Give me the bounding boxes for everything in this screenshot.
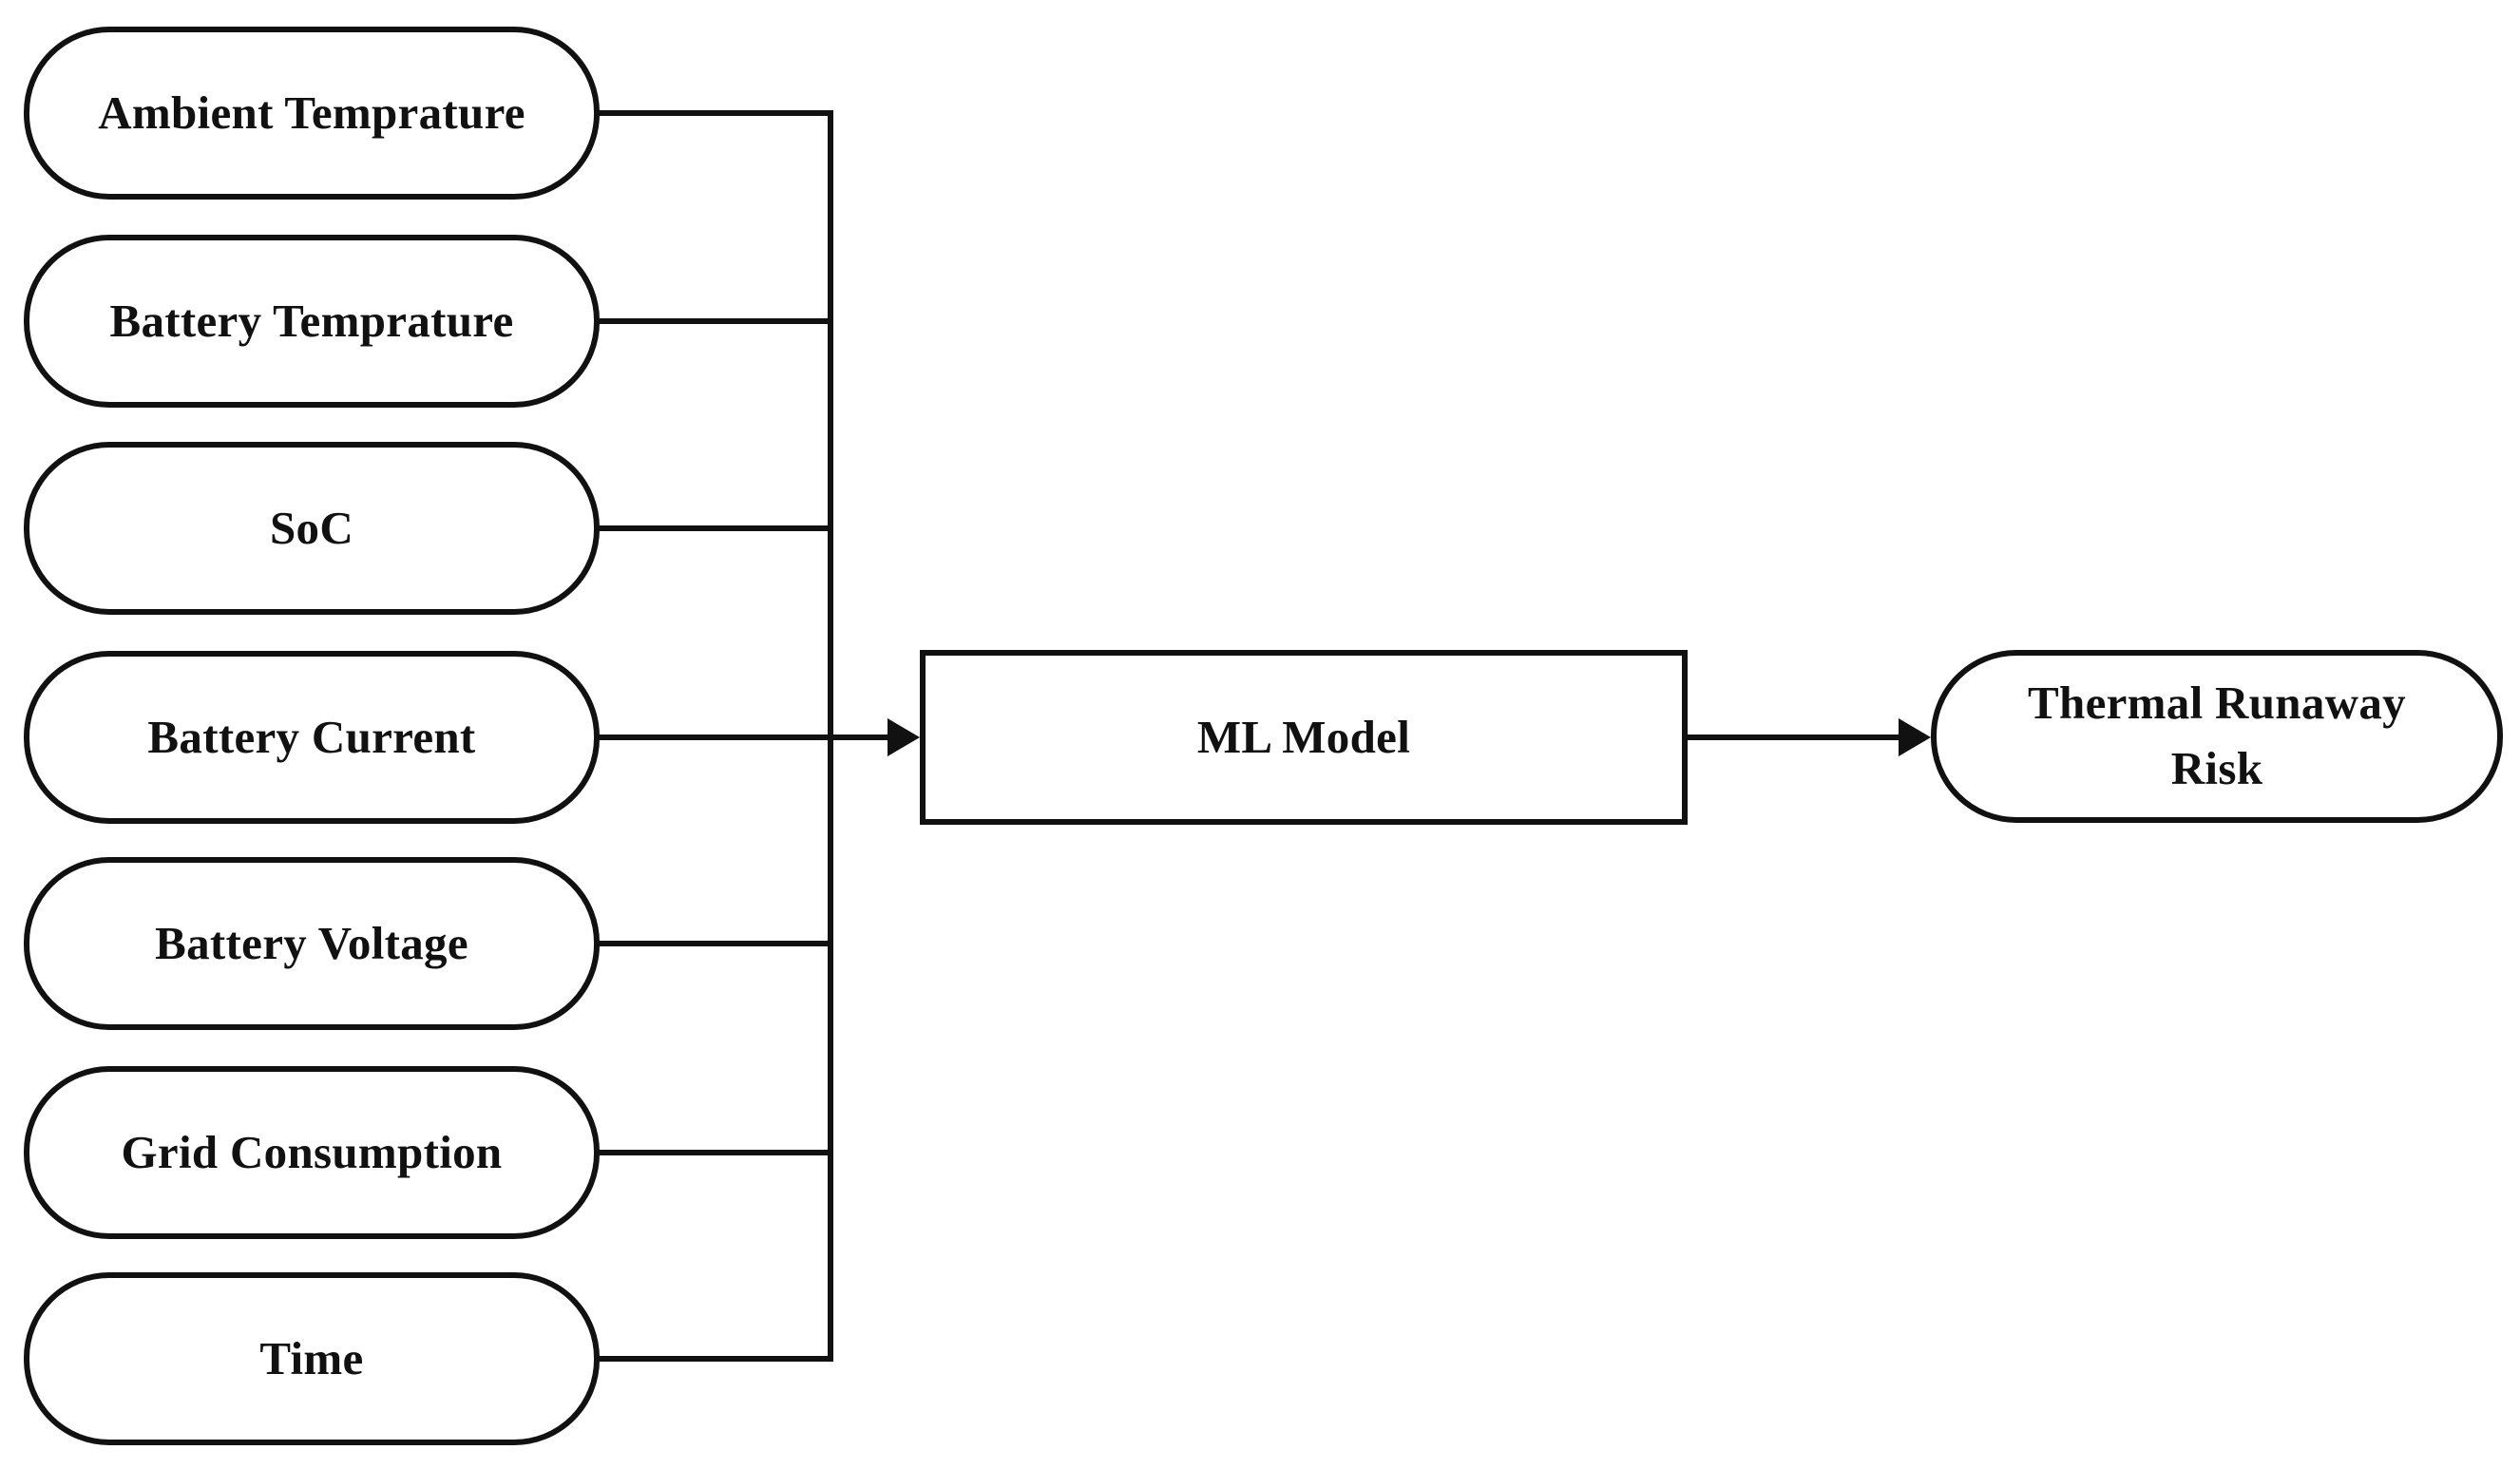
ml-model-box: ML Model: [920, 650, 1688, 825]
output-label-line1: Thermal Runaway: [2028, 677, 2406, 730]
output-thermal-runaway-risk: Thermal Runaway Risk: [1931, 650, 2503, 823]
input-label: Battery Voltage: [155, 916, 468, 969]
ml-model-label: ML Model: [1196, 710, 1411, 763]
arrowhead-to-model: [888, 718, 920, 756]
output-label-line2: Risk: [2170, 742, 2263, 794]
input-soc: SoC: [24, 442, 600, 615]
input-battery-current: Battery Current: [24, 651, 600, 824]
input-label: Time: [259, 1331, 364, 1384]
input-battery-temprature: Battery Temprature: [24, 235, 600, 408]
input-label: Battery Current: [147, 710, 476, 763]
input-grid-consumption: Grid Consumption: [24, 1066, 600, 1239]
input-ambient-temprature: Ambient Temprature: [24, 27, 600, 200]
arrowhead-to-output: [1899, 718, 1931, 756]
input-battery-voltage: Battery Voltage: [24, 857, 600, 1030]
input-label: SoC: [269, 501, 354, 554]
input-label: Battery Temprature: [109, 294, 514, 347]
output-label: Thermal Runaway Risk: [2028, 671, 2406, 801]
input-label: Grid Consumption: [121, 1125, 503, 1178]
input-label: Ambient Temprature: [98, 86, 525, 139]
input-time: Time: [24, 1272, 600, 1445]
